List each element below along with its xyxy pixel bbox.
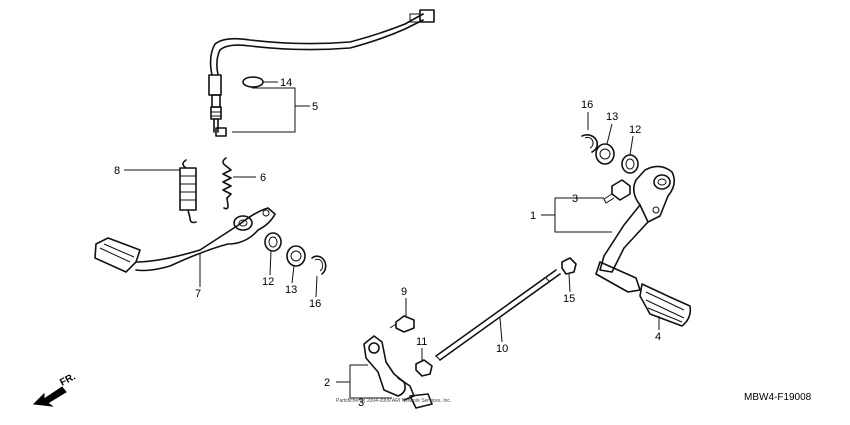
arrow-icon	[32, 386, 67, 407]
shift-rubber-4[interactable]	[639, 283, 692, 327]
nut-11[interactable]	[415, 359, 433, 377]
callout-labels: 14 5 8 6 7 12 13 16 16 13 12 3 1 15 4 10…	[114, 77, 661, 409]
callout-15: 15	[563, 293, 575, 305]
nut-15[interactable]	[561, 257, 577, 275]
spring-6[interactable]	[222, 157, 232, 210]
callout-2: 2	[324, 377, 330, 389]
leader-lines	[124, 81, 660, 399]
callout-6: 6	[260, 172, 266, 184]
washer-13-right[interactable]	[595, 143, 615, 165]
callout-3-bottom: 3	[358, 397, 364, 409]
snap-ring-16-right[interactable]	[581, 134, 599, 153]
washer-12-left[interactable]	[264, 232, 282, 252]
callout-10: 10	[496, 343, 508, 355]
washer-13-left[interactable]	[286, 245, 306, 267]
callout-13-left: 13	[285, 284, 297, 296]
front-direction-indicator: FR.	[32, 371, 78, 407]
tie-rod-10[interactable]	[435, 269, 561, 361]
snap-ring-16-left[interactable]	[311, 255, 327, 275]
copyright-text: Partsfiche (c) 2004-2009 ARI Network Ser…	[336, 398, 451, 404]
callout-13-right: 13	[606, 111, 618, 123]
callout-1: 1	[530, 210, 536, 222]
brake-switch-assembly[interactable]	[208, 9, 435, 137]
gearshift-arm-2[interactable]	[363, 335, 433, 409]
callout-7: 7	[195, 288, 201, 300]
callout-14: 14	[280, 77, 292, 89]
gearshift-pedal-1[interactable]	[595, 165, 676, 293]
callout-3-top: 3	[572, 193, 578, 205]
callout-5: 5	[312, 101, 318, 113]
callout-12-left: 12	[262, 276, 274, 288]
diagram-code: MBW4-F19008	[744, 392, 812, 403]
callout-16-right: 16	[581, 99, 593, 111]
callout-9: 9	[401, 286, 407, 298]
callout-4: 4	[655, 331, 661, 343]
callout-8: 8	[114, 165, 120, 177]
callout-12-right: 12	[629, 124, 641, 136]
washer-12-right[interactable]	[621, 154, 639, 174]
bolt-9[interactable]	[389, 315, 415, 333]
snap-ring-14[interactable]	[242, 76, 264, 88]
direction-label: FR.	[58, 371, 78, 388]
callout-16-left: 16	[309, 298, 321, 310]
brake-pedal-7[interactable]	[94, 207, 276, 273]
spring-8[interactable]	[179, 159, 197, 224]
bolt-3-top[interactable]	[603, 179, 631, 204]
callout-11: 11	[416, 336, 427, 348]
